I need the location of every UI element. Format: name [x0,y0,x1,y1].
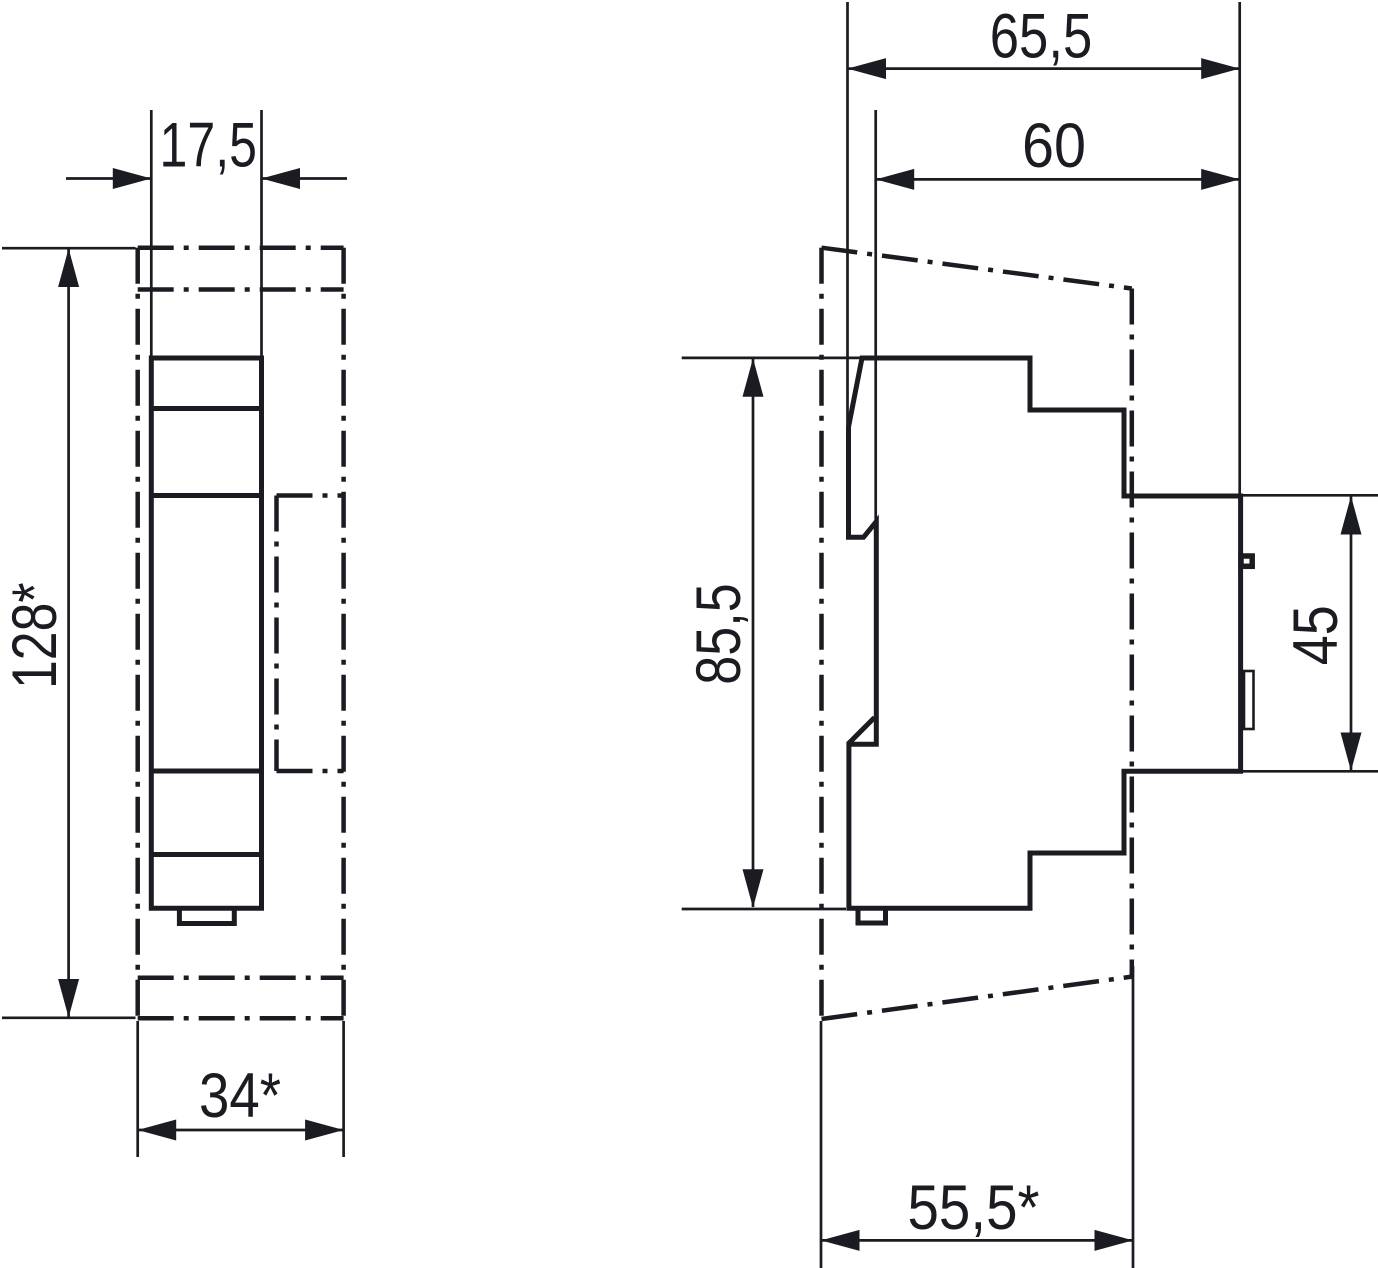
svg-text:17,5: 17,5 [160,111,258,181]
svg-text:60: 60 [1022,111,1086,181]
svg-text:65,5: 65,5 [990,2,1093,72]
svg-text:85,5: 85,5 [684,583,754,685]
svg-text:55,5*: 55,5* [908,1173,1040,1243]
svg-text:34*: 34* [199,1061,281,1131]
svg-text:45: 45 [1281,605,1351,665]
svg-text:128*: 128* [0,583,70,690]
